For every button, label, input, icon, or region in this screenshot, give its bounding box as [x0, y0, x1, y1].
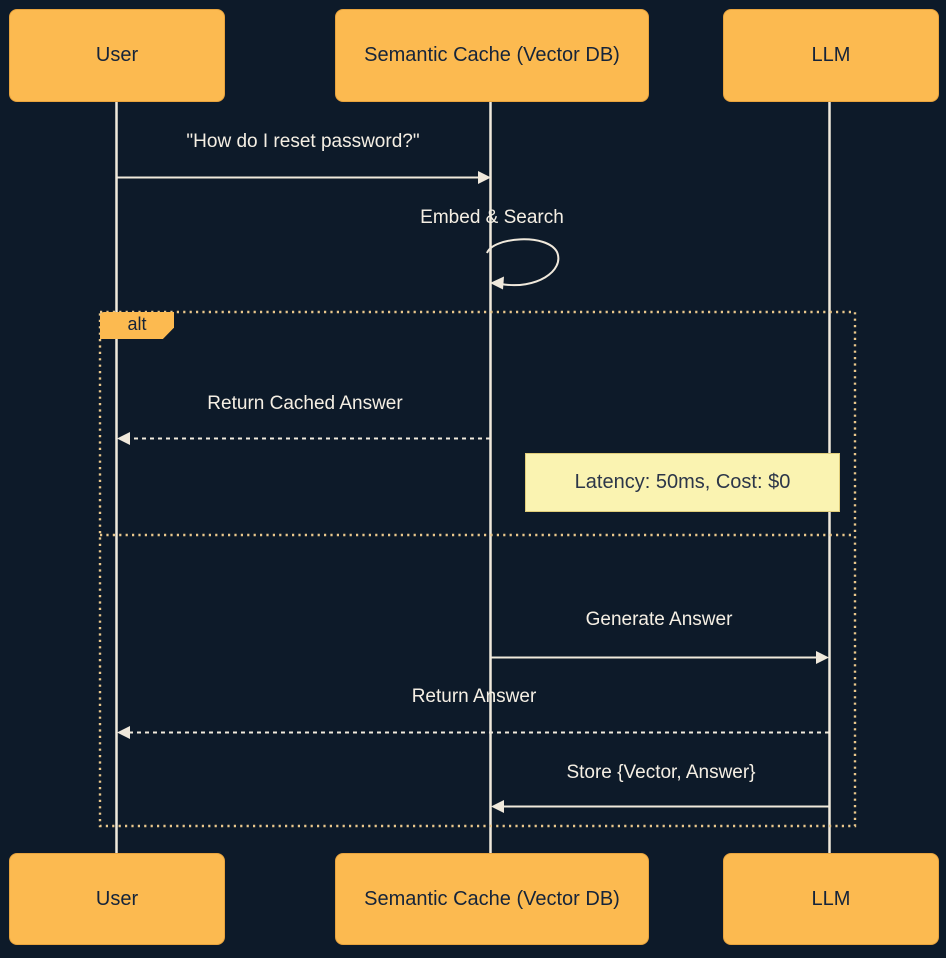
- message-generate-label: Generate Answer: [585, 609, 733, 630]
- arrow-selfloop-head: [490, 276, 504, 290]
- note-latency-cost-text: Latency: 50ms, Cost: $0: [574, 471, 791, 493]
- actor-cache-top: Semantic Cache (Vector DB): [335, 9, 649, 102]
- arrow-query-head: [478, 171, 491, 184]
- actor-cache-top-label: Semantic Cache (Vector DB): [364, 44, 620, 66]
- alt-frame-border: [98, 310, 857, 828]
- note-latency-cost: Latency: 50ms, Cost: $0: [525, 453, 840, 512]
- actor-cache-bottom: Semantic Cache (Vector DB): [335, 853, 649, 945]
- message-return-cached-label: Return Cached Answer: [207, 393, 403, 414]
- message-query-label: "How do I reset password?": [186, 131, 420, 152]
- actor-llm-top-label: LLM: [811, 44, 851, 66]
- actor-user-bottom: User: [9, 853, 225, 945]
- alt-frame-label: alt: [127, 314, 147, 334]
- arrow-return-cached-head: [117, 432, 130, 445]
- alt-frame-label-tab: alt: [100, 312, 174, 339]
- arrow-store-head: [491, 800, 504, 813]
- arrow-return-answer-head: [117, 726, 130, 739]
- message-return-answer-label: Return Answer: [411, 686, 537, 707]
- actor-llm-bottom: LLM: [723, 853, 939, 945]
- actor-llm-top: LLM: [723, 9, 939, 102]
- actor-user-top: User: [9, 9, 225, 102]
- message-embed-search-label: Embed & Search: [420, 207, 564, 228]
- actor-cache-bottom-label: Semantic Cache (Vector DB): [364, 887, 620, 910]
- actor-user-bottom-label: User: [95, 887, 139, 910]
- actor-llm-bottom-label: LLM: [811, 887, 851, 910]
- arrow-selfloop: [486, 238, 560, 287]
- actor-user-top-label: User: [95, 44, 139, 66]
- arrow-generate-head: [816, 651, 829, 664]
- message-store-label: Store {Vector, Answer}: [566, 762, 756, 783]
